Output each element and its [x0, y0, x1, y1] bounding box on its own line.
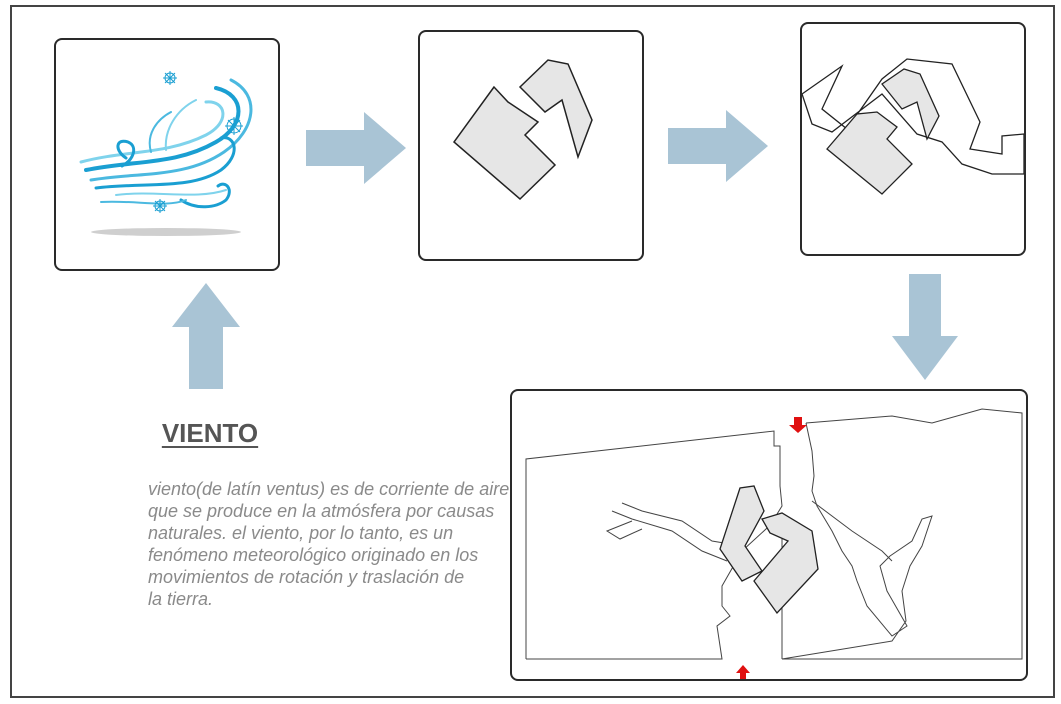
up-arrow [172, 283, 240, 389]
site-plan [525, 408, 1023, 679]
right-arrow [668, 110, 768, 182]
wind-path-plan [802, 58, 1024, 195]
viento-title: VIENTO [161, 418, 259, 448]
entry-marker-bottom [736, 665, 750, 679]
buildings-panel [418, 30, 644, 261]
right-arrow [306, 112, 406, 184]
site-plan-panel [510, 389, 1028, 681]
buildings-plan [452, 59, 593, 201]
entry-marker-top [789, 417, 807, 433]
wind-path-panel [800, 22, 1026, 256]
down-arrow [892, 274, 958, 380]
diagram-frame [10, 5, 1055, 698]
snowflake-icon [153, 71, 243, 213]
wind-icon [79, 71, 253, 236]
wind-panel [54, 38, 280, 271]
viento-description: viento(de latín ventus) es de corriente … [148, 479, 510, 609]
